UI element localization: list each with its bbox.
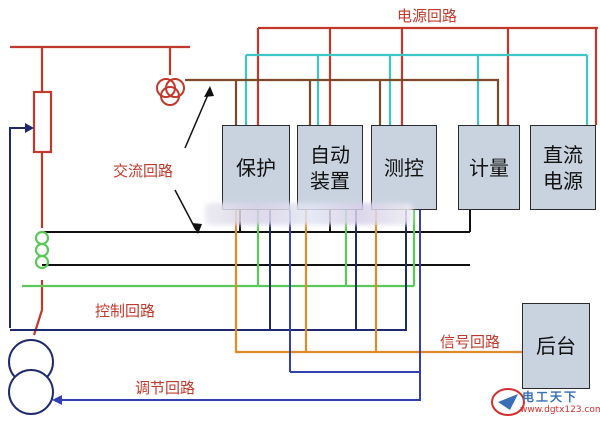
power-loop-wires [256, 26, 598, 125]
backend-label: 后台 [536, 334, 576, 358]
watermark-text: 电工天下 [522, 390, 579, 404]
dc-power-box: 直流 电源 [530, 125, 596, 210]
measure-control-label: 测控 [384, 155, 424, 180]
backend-box: 后台 [522, 303, 590, 389]
control-loop-label: 控制回路 [95, 302, 156, 320]
current-transformer-symbol [34, 230, 50, 270]
auto-device-label: 自动 装置 [310, 142, 350, 193]
breaker-symbol [32, 90, 53, 154]
measure-control-box: 测控 [371, 125, 437, 210]
ac-current-wires [42, 210, 471, 266]
cyan-wires [244, 53, 589, 125]
ac-voltage-wires [185, 78, 500, 125]
watermark-url: www.dgtx123.com [520, 405, 600, 415]
protection-label: 保护 [236, 155, 276, 180]
power-loop-label: 电源回路 [397, 7, 458, 25]
voltage-transformer-symbol [156, 78, 185, 106]
ac-loop-label: 交流回路 [113, 162, 174, 180]
signal-loop-label: 信号回路 [440, 333, 501, 351]
metering-box: 计量 [458, 125, 520, 210]
protection-box: 保护 [222, 125, 290, 210]
blurred-overlay [205, 203, 413, 225]
main-transformer-symbol [8, 339, 54, 415]
regulation-loop-label: 调节回路 [135, 379, 196, 397]
regulation-loop-wires [60, 210, 421, 401]
control-return-wires [10, 210, 407, 331]
auto-device-box: 自动 装置 [297, 125, 363, 210]
metering-label: 计量 [469, 155, 509, 180]
signal-loop-wires [234, 210, 522, 354]
dc-power-label: 直流 电源 [543, 142, 583, 193]
watermark-logo [491, 388, 525, 416]
regulation-arrow [9, 127, 28, 328]
primary-circuit [10, 45, 190, 336]
